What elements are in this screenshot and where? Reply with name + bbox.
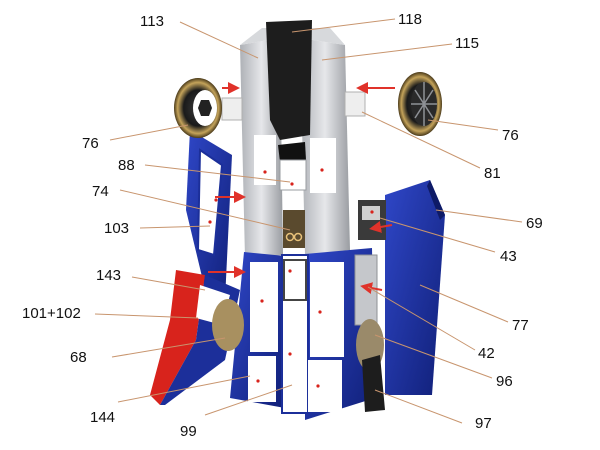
leader-143 <box>131 276 206 291</box>
panel-left-upper <box>250 262 278 352</box>
leader-76a <box>109 124 189 141</box>
leader-118 <box>291 18 396 33</box>
right-lower-block <box>362 355 385 412</box>
right-arm-shield <box>385 180 445 395</box>
left-hip-disc <box>212 299 244 351</box>
right-wheel <box>398 72 442 136</box>
label-96: 96 <box>496 373 513 390</box>
leader-74 <box>119 189 291 231</box>
label-76-left: 76 <box>82 135 99 152</box>
right-arm-edge <box>427 180 445 220</box>
leader-77 <box>419 284 509 323</box>
leader-76b <box>427 119 499 131</box>
connector-hole-1 <box>285 232 295 242</box>
label-103: 103 <box>104 220 129 237</box>
leader-97 <box>374 389 463 424</box>
label-99: 99 <box>180 423 197 440</box>
label-76-right: 76 <box>502 127 519 144</box>
left-axle <box>221 97 243 121</box>
leader-69 <box>435 209 523 223</box>
tower-panel-center <box>279 159 307 191</box>
label-101-102: 101+102 <box>22 305 81 322</box>
right-axle <box>344 91 366 117</box>
arrow-right-clip <box>369 221 393 233</box>
label-68: 68 <box>70 349 87 366</box>
leader-103 <box>139 225 211 229</box>
label-88: 88 <box>118 157 135 174</box>
leader-113 <box>179 21 259 59</box>
leader-81 <box>361 111 481 169</box>
left-arm-white-panel <box>196 148 224 257</box>
label-69: 69 <box>526 215 543 232</box>
glue-dots <box>208 168 374 388</box>
spine-opening <box>278 142 306 162</box>
panel-right-lower <box>308 360 342 412</box>
robot-model <box>150 20 445 420</box>
assembly-arrows <box>208 82 395 295</box>
tower-panel-right <box>310 138 336 193</box>
part-labels: 113 118 115 76 76 81 88 74 69 103 43 143… <box>22 11 543 440</box>
label-77: 77 <box>512 317 529 334</box>
label-74: 74 <box>92 183 109 200</box>
connector-hole-2 <box>293 232 303 242</box>
label-143: 143 <box>96 267 121 284</box>
panel-right-upper <box>310 262 344 357</box>
leader-115 <box>321 43 453 61</box>
leader-42 <box>367 286 476 351</box>
label-115: 115 <box>455 35 479 52</box>
central-black-spine <box>266 20 312 140</box>
leader-88 <box>144 164 291 183</box>
lower-center-window <box>283 259 307 301</box>
leader-68 <box>111 337 226 358</box>
leader-144 <box>117 375 251 403</box>
leader-43 <box>379 217 496 253</box>
leader-96 <box>374 334 493 379</box>
panel-left-lower <box>248 356 276 402</box>
label-144: 144 <box>90 409 115 426</box>
label-113: 113 <box>140 13 164 30</box>
label-42: 42 <box>478 345 495 362</box>
leader-101 <box>94 313 199 319</box>
connector-block <box>283 210 305 248</box>
left-leg-red-blade <box>150 270 205 405</box>
label-81: 81 <box>484 165 501 182</box>
leader-lines <box>94 18 523 424</box>
tower-panel-left <box>254 135 276 185</box>
label-118: 118 <box>398 11 422 28</box>
label-43: 43 <box>500 248 517 265</box>
leader-99 <box>204 384 293 416</box>
left-wheel <box>174 78 222 138</box>
label-97: 97 <box>475 415 492 432</box>
